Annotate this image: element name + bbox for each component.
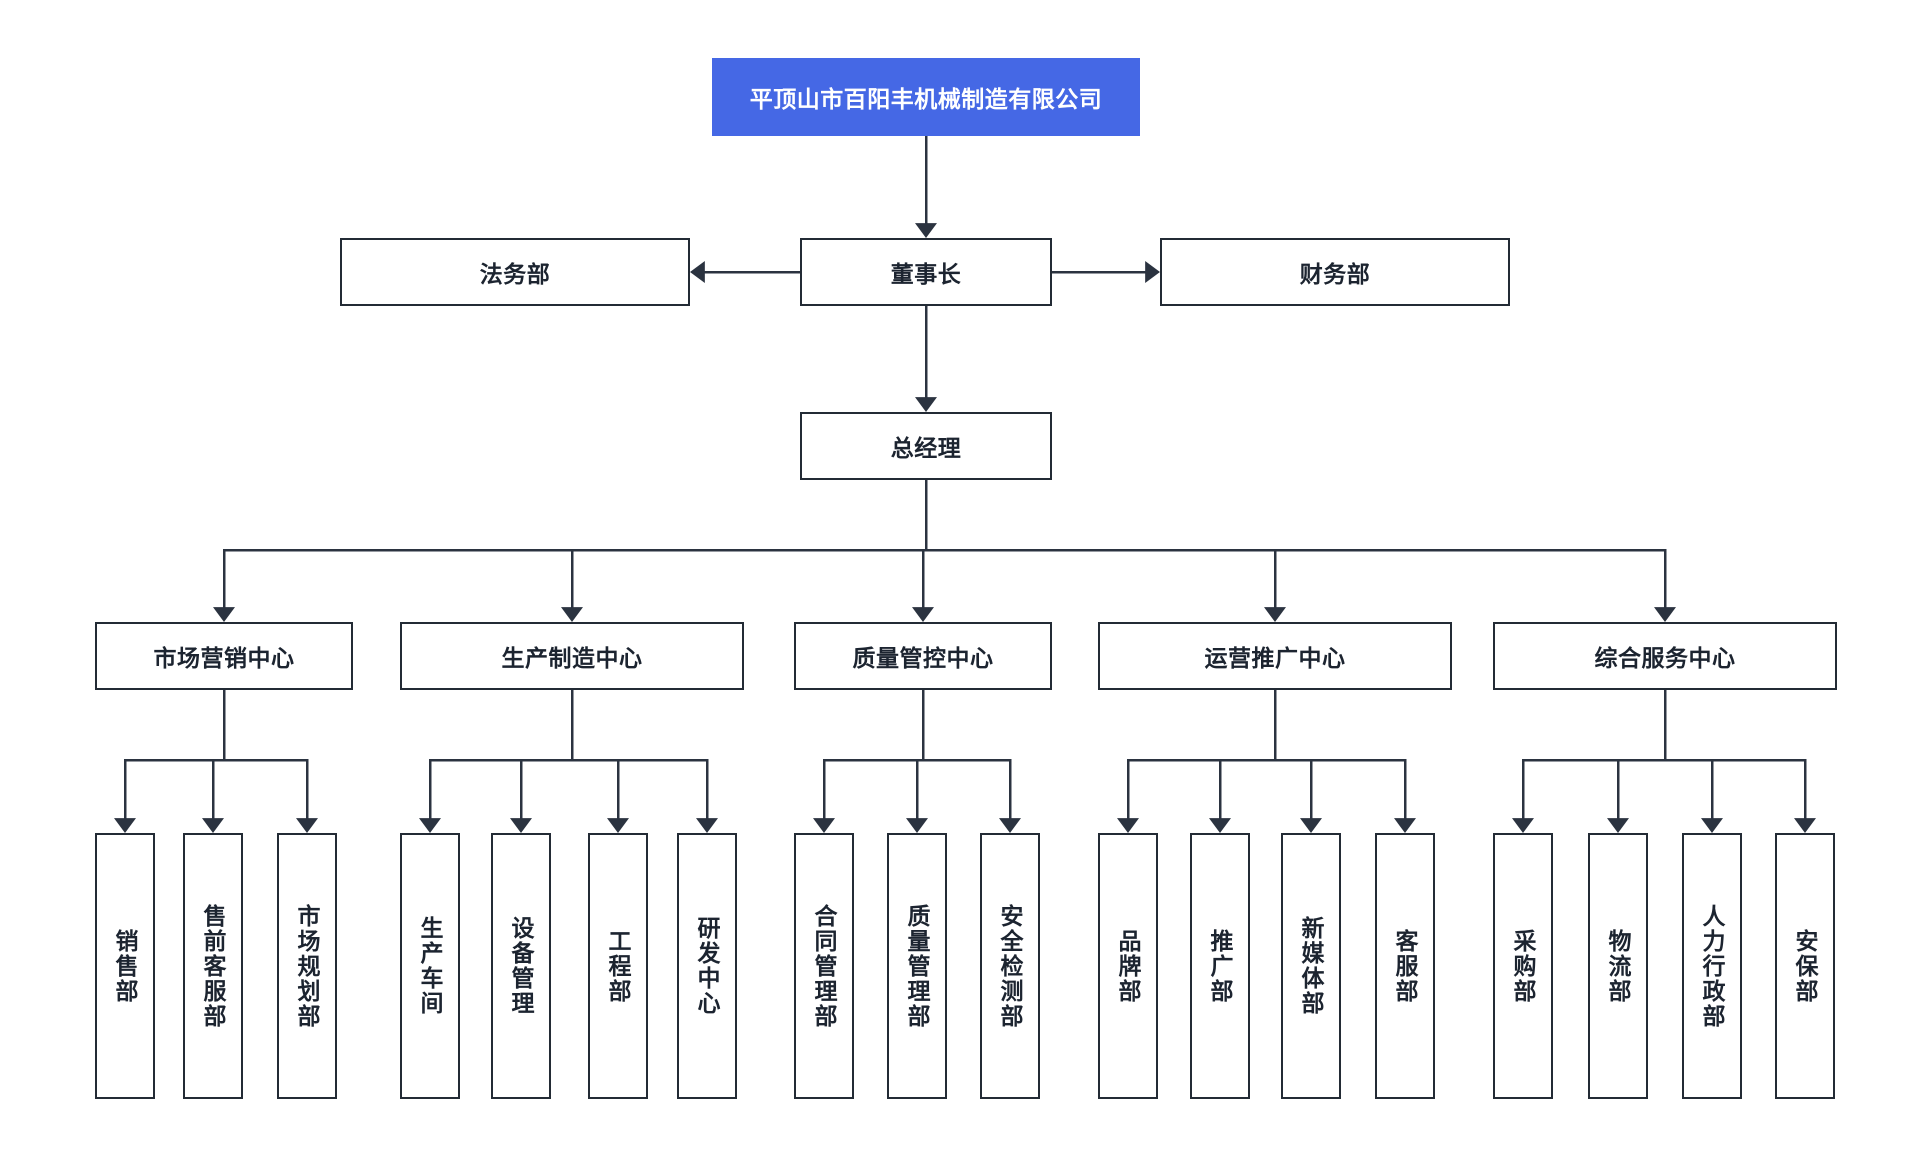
node-label: 新媒体部: [1298, 916, 1325, 1016]
arrow-bus-to-center: [1264, 607, 1286, 622]
node-label: 物流部: [1605, 928, 1632, 1004]
arrow-sub-bus-to-leaf: [696, 818, 718, 833]
arrow-sub-bus-to-leaf: [813, 818, 835, 833]
arrow-sub-bus-to-leaf: [419, 818, 441, 833]
node-label: 质量管控中心: [852, 645, 994, 671]
arrow-sub-bus-to-leaf: [999, 818, 1021, 833]
department-box-4-4[interactable]: 客服部: [1375, 833, 1435, 1099]
arrow-sub-bus-to-leaf: [1117, 818, 1139, 833]
center-box-3[interactable]: 质量管控中心: [794, 622, 1052, 690]
node-label: 安全检测部: [997, 903, 1024, 1029]
node-label: 质量管理部: [904, 903, 931, 1029]
general-manager-box[interactable]: 总经理: [800, 412, 1052, 480]
arrow-sub-bus-to-leaf: [1794, 818, 1816, 833]
chairman-box[interactable]: 董事长: [800, 238, 1052, 306]
arrow-bus-to-center: [912, 607, 934, 622]
node-label: 市场营销中心: [153, 645, 295, 671]
arrow-bus-to-center: [561, 607, 583, 622]
arrow-sub-bus-to-leaf: [296, 818, 318, 833]
center-box-1[interactable]: 市场营销中心: [95, 622, 353, 690]
department-box-5-3[interactable]: 人力行政部: [1682, 833, 1742, 1099]
department-box-3-2[interactable]: 质量管理部: [887, 833, 947, 1099]
node-label: 销售部: [112, 928, 139, 1004]
node-label: 运营推广中心: [1204, 645, 1346, 671]
department-box-2-3[interactable]: 工程部: [588, 833, 648, 1099]
node-label: 设备管理: [508, 916, 535, 1016]
center-box-5[interactable]: 综合服务中心: [1493, 622, 1837, 690]
node-label: 生产制造中心: [501, 645, 643, 671]
node-label: 市场规划部: [294, 903, 321, 1029]
node-label: 平顶山市百阳丰机械制造有限公司: [749, 86, 1103, 112]
department-box-2-2[interactable]: 设备管理: [491, 833, 551, 1099]
arrow-sub-bus-to-leaf: [607, 818, 629, 833]
arrow-sub-bus-to-leaf: [1300, 818, 1322, 833]
center-box-2[interactable]: 生产制造中心: [400, 622, 744, 690]
arrow-sub-bus-to-leaf: [1512, 818, 1534, 833]
department-box-2-4[interactable]: 研发中心: [677, 833, 737, 1099]
legal-department-box[interactable]: 法务部: [340, 238, 690, 306]
arrow-sub-bus-to-leaf: [510, 818, 532, 833]
node-label: 品牌部: [1115, 928, 1142, 1004]
arrow-bus-to-center: [1654, 607, 1676, 622]
node-label: 采购部: [1510, 928, 1537, 1004]
arrow-sub-bus-to-leaf: [114, 818, 136, 833]
node-label: 综合服务中心: [1594, 645, 1736, 671]
department-box-1-3[interactable]: 市场规划部: [277, 833, 337, 1099]
department-box-2-1[interactable]: 生产车间: [400, 833, 460, 1099]
department-box-3-3[interactable]: 安全检测部: [980, 833, 1040, 1099]
finance-department-box[interactable]: 财务部: [1160, 238, 1510, 306]
node-label: 安保部: [1792, 928, 1819, 1004]
arrow-root-to-chairman: [915, 223, 937, 238]
arrow-chairman-to-legal: [690, 261, 705, 283]
node-label: 合同管理部: [811, 903, 838, 1029]
arrow-chairman-to-finance: [1145, 261, 1160, 283]
department-box-5-2[interactable]: 物流部: [1588, 833, 1648, 1099]
department-box-1-2[interactable]: 售前客服部: [183, 833, 243, 1099]
node-label: 售前客服部: [200, 903, 227, 1029]
node-label: 人力行政部: [1699, 903, 1726, 1029]
node-label: 研发中心: [694, 916, 721, 1016]
center-box-4[interactable]: 运营推广中心: [1098, 622, 1452, 690]
department-box-4-2[interactable]: 推广部: [1190, 833, 1250, 1099]
arrow-sub-bus-to-leaf: [906, 818, 928, 833]
node-label: 客服部: [1392, 928, 1419, 1004]
node-label: 总经理: [890, 435, 962, 461]
node-label: 工程部: [605, 928, 632, 1004]
department-box-4-1[interactable]: 品牌部: [1098, 833, 1158, 1099]
arrow-sub-bus-to-leaf: [1607, 818, 1629, 833]
node-label: 法务部: [479, 261, 551, 287]
node-label: 生产车间: [417, 916, 444, 1016]
node-label: 董事长: [890, 261, 962, 287]
arrow-sub-bus-to-leaf: [202, 818, 224, 833]
department-box-5-1[interactable]: 采购部: [1493, 833, 1553, 1099]
company-title-box[interactable]: 平顶山市百阳丰机械制造有限公司: [712, 58, 1140, 136]
arrow-bus-to-center: [213, 607, 235, 622]
department-box-1-1[interactable]: 销售部: [95, 833, 155, 1099]
department-box-4-3[interactable]: 新媒体部: [1281, 833, 1341, 1099]
department-box-5-4[interactable]: 安保部: [1775, 833, 1835, 1099]
node-label: 财务部: [1299, 261, 1371, 287]
department-box-3-1[interactable]: 合同管理部: [794, 833, 854, 1099]
arrow-sub-bus-to-leaf: [1394, 818, 1416, 833]
node-label: 推广部: [1207, 928, 1234, 1004]
arrow-sub-bus-to-leaf: [1701, 818, 1723, 833]
arrow-sub-bus-to-leaf: [1209, 818, 1231, 833]
arrow-chairman-to-gm: [915, 397, 937, 412]
